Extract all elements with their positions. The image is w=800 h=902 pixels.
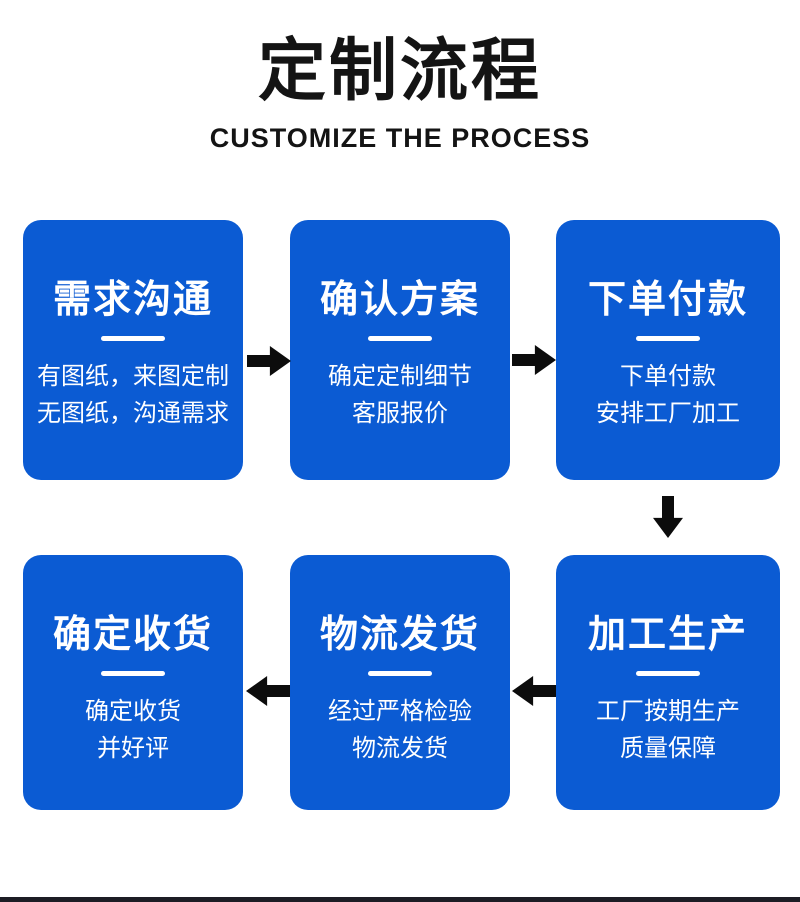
step-detail-line: 并好评: [97, 735, 169, 762]
step-card-confirm-plan: 确认方案 确定定制细节 客服报价: [290, 220, 510, 480]
divider: [368, 336, 432, 341]
step-detail-line: 安排工厂加工: [596, 400, 740, 427]
divider: [101, 336, 165, 341]
page-subtitle: CUSTOMIZE THE PROCESS: [209, 123, 591, 153]
step-detail-line: 下单付款: [620, 363, 716, 390]
arrow-right-icon: [247, 346, 291, 376]
step-card-production: 加工生产 工厂按期生产 质量保障: [556, 555, 780, 810]
arrow-right-icon: [512, 345, 556, 375]
header: 定制流程 CUSTOMIZE THE PROCESS: [0, 36, 800, 152]
step-card-order-payment: 下单付款 下单付款 安排工厂加工: [556, 220, 780, 480]
page-title: 定制流程: [257, 33, 542, 109]
arrow-down-icon: [653, 496, 683, 538]
arrow-left-icon: [246, 676, 290, 706]
step-detail-line: 工厂按期生产: [596, 698, 740, 725]
step-title: 确定收货: [52, 614, 213, 656]
divider: [636, 671, 700, 676]
step-title: 加工生产: [587, 614, 748, 656]
step-card-logistics-shipping: 物流发货 经过严格检验 物流发货: [290, 555, 510, 810]
divider: [368, 671, 432, 676]
arrow-left-icon: [512, 676, 556, 706]
step-detail-line: 客服报价: [352, 400, 448, 427]
step-card-requirement-communication: 需求沟通 有图纸，来图定制 无图纸，沟通需求: [23, 220, 243, 480]
step-detail-line: 经过严格检验: [328, 698, 472, 725]
step-detail-line: 确定定制细节: [328, 363, 472, 390]
step-title: 确认方案: [319, 279, 480, 321]
step-title: 需求沟通: [52, 279, 213, 321]
divider: [636, 336, 700, 341]
step-detail-line: 有图纸，来图定制: [37, 363, 229, 390]
step-detail-line: 物流发货: [352, 735, 448, 762]
step-detail-line: 质量保障: [620, 735, 716, 762]
step-detail-line: 无图纸，沟通需求: [37, 400, 229, 427]
divider: [101, 671, 165, 676]
step-title: 下单付款: [587, 279, 748, 321]
bottom-edge-bar: [0, 897, 800, 902]
step-card-confirm-receipt: 确定收货 确定收货 并好评: [23, 555, 243, 810]
step-detail-line: 确定收货: [85, 698, 181, 725]
step-title: 物流发货: [319, 614, 480, 656]
